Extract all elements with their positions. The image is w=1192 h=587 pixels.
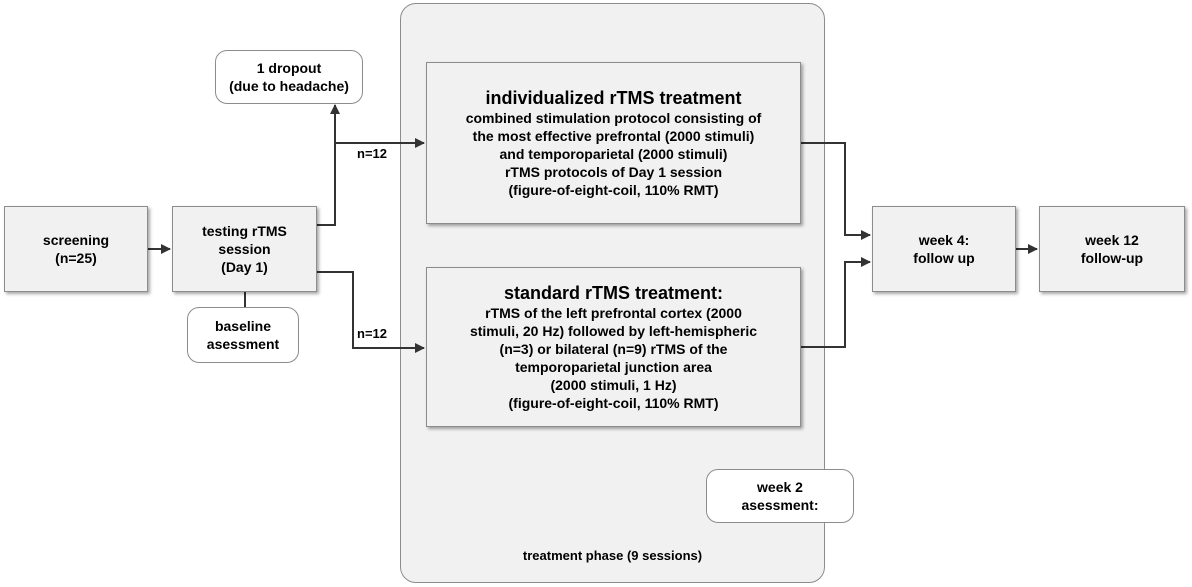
testing-session-box: testing rTMS session (Day 1) xyxy=(172,206,317,292)
individualized-treatment-box: individualized rTMS treatment combined s… xyxy=(426,62,801,224)
baseline-assessment-label: baseline asessment xyxy=(206,318,280,352)
individualized-treatment-description: combined stimulation protocol consisting… xyxy=(465,110,762,198)
screening-box: screening (n=25) xyxy=(4,206,148,292)
treatment-phase-label: treatment phase (9 sessions) xyxy=(522,548,703,563)
dropout-box: 1 dropout (due to headache) xyxy=(215,50,363,104)
week2-assessment-box: week 2 asessment: xyxy=(706,469,854,523)
week12-followup-label: week 12 follow-up xyxy=(1080,232,1144,266)
week4-followup-label: week 4: follow up xyxy=(913,232,975,266)
arrow-standard-to-week4 xyxy=(801,257,871,348)
arrow-testing-to-standard xyxy=(317,271,425,353)
arrow-individualized-to-week4 xyxy=(801,142,871,240)
baseline-assessment-box: baseline asessment xyxy=(187,307,299,363)
screening-label: screening (n=25) xyxy=(42,232,110,266)
week12-followup-box: week 12 follow-up xyxy=(1039,206,1185,292)
individualized-treatment-title: individualized rTMS treatment xyxy=(485,88,742,108)
edge-label-standard-n: n=12 xyxy=(357,326,387,341)
testing-session-label: testing rTMS session (Day 1) xyxy=(202,223,287,275)
dropout-label: 1 dropout (due to headache) xyxy=(229,60,349,94)
week2-assessment-label: week 2 asessment: xyxy=(741,479,819,513)
standard-treatment-title: standard rTMS treatment: xyxy=(503,283,724,303)
week4-followup-box: week 4: follow up xyxy=(872,206,1016,292)
arrow-testing-to-individualized xyxy=(317,138,425,226)
standard-treatment-box: standard rTMS treatment: rTMS of the lef… xyxy=(426,267,801,427)
edge-label-individualized-n: n=12 xyxy=(357,146,387,161)
standard-treatment-description: rTMS of the left prefrontal cortex (2000… xyxy=(469,305,758,411)
